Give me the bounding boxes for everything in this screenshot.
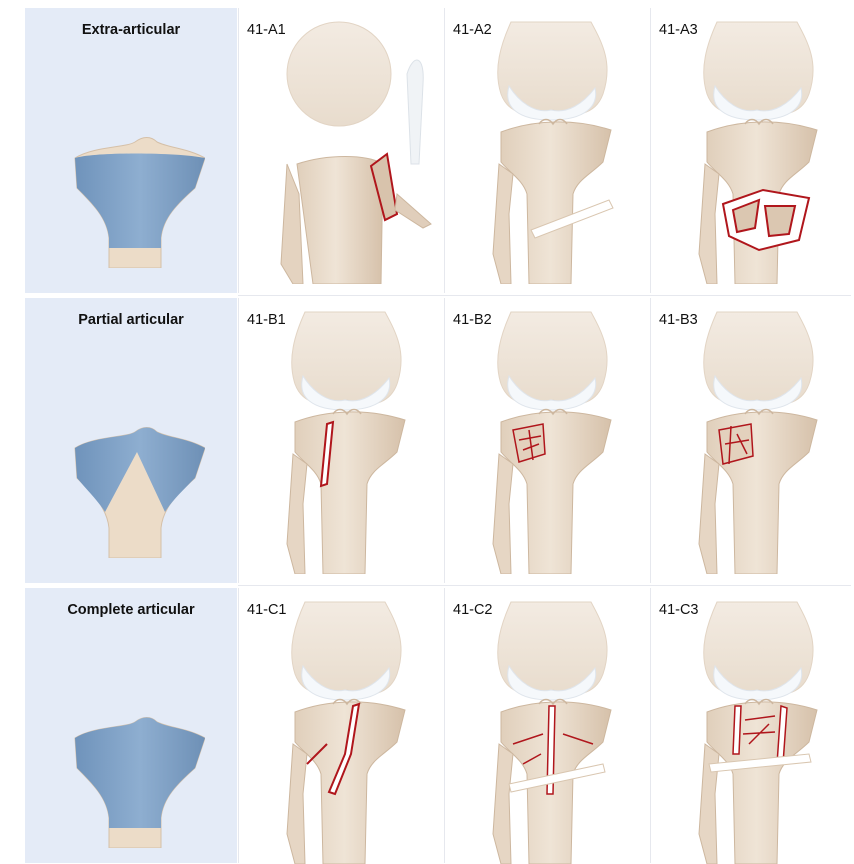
- fracture-classification-grid: Extra-articular 41-A1: [25, 4, 851, 860]
- cell-41-b3: 41-B3: [650, 298, 853, 583]
- category-title: Partial articular: [25, 312, 237, 328]
- row-divider: [238, 585, 851, 586]
- row-complete-articular: Complete articular 41-C1 41-C2: [25, 588, 851, 863]
- category-panel-complete-articular: Complete articular: [25, 588, 237, 863]
- row-extra-articular: Extra-articular 41-A1: [25, 8, 851, 293]
- knee-fracture-illustration: [659, 304, 854, 574]
- knee-fracture-illustration: [453, 594, 649, 864]
- knee-fracture-illustration: [659, 594, 854, 864]
- knee-fracture-illustration: [453, 14, 649, 284]
- cell-41-c1: 41-C1: [238, 588, 441, 863]
- knee-fracture-illustration: [247, 594, 443, 864]
- proximal-tibia-zone-icon: [65, 698, 205, 848]
- row-divider: [238, 295, 851, 296]
- cell-41-b1: 41-B1: [238, 298, 441, 583]
- knee-fracture-illustration: [247, 14, 443, 284]
- cell-41-a1: 41-A1: [238, 8, 441, 293]
- category-panel-partial-articular: Partial articular: [25, 298, 237, 583]
- proximal-tibia-zone-icon: [65, 118, 205, 268]
- category-title: Complete articular: [25, 602, 237, 618]
- row-partial-articular: Partial articular 41-B1 41-B2: [25, 298, 851, 583]
- cell-41-c2: 41-C2: [444, 588, 647, 863]
- knee-fracture-illustration: [659, 14, 854, 284]
- category-panel-extra-articular: Extra-articular: [25, 8, 237, 293]
- cell-41-c3: 41-C3: [650, 588, 853, 863]
- category-title: Extra-articular: [25, 22, 237, 38]
- proximal-tibia-zone-icon: [65, 408, 205, 558]
- knee-fracture-illustration: [247, 304, 443, 574]
- cell-41-b2: 41-B2: [444, 298, 647, 583]
- knee-fracture-illustration: [453, 304, 649, 574]
- cell-41-a2: 41-A2: [444, 8, 647, 293]
- cell-41-a3: 41-A3: [650, 8, 853, 293]
